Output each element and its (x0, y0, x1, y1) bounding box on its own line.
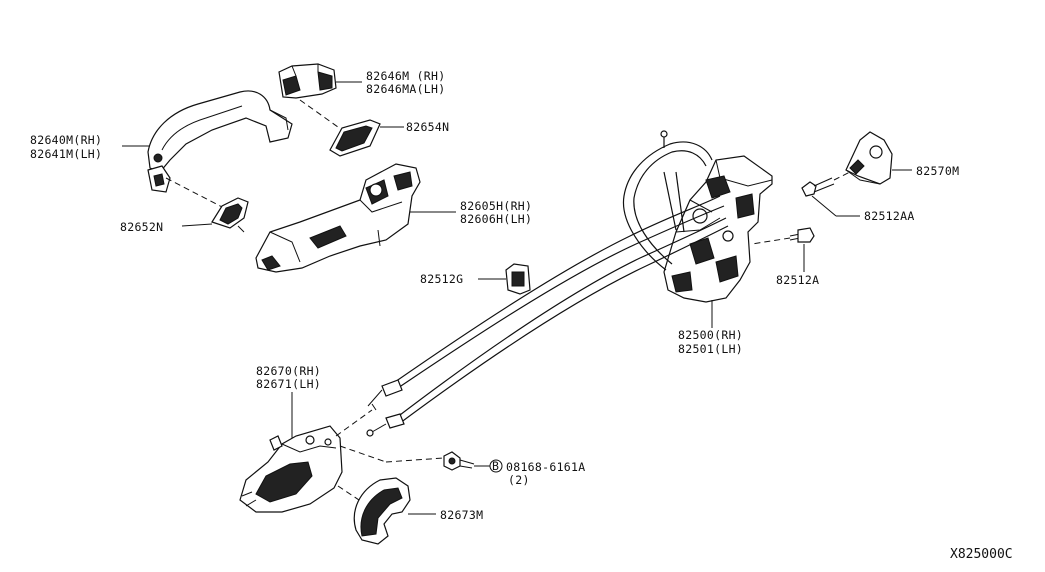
label-08168-qty: (2) (508, 473, 530, 487)
label-82605-rh: 82605H(RH) (460, 199, 532, 213)
label-82640-rh: 82640M(RH) (30, 133, 102, 147)
outside-handle-bracket (255, 163, 421, 273)
label-82670-lh: 82671(LH) (256, 377, 321, 391)
dash-bolt-striker (833, 171, 851, 181)
handle-escutcheon (211, 197, 249, 233)
label-08168: 08168-6161A (506, 460, 585, 474)
handle-gasket (329, 119, 381, 157)
label-82500-lh: 82501(LH) (678, 342, 743, 356)
label-82652: 82652N (120, 220, 163, 234)
lock-cables (391, 130, 729, 427)
door-lock-actuator (663, 155, 773, 303)
dash-handle-screw-b (385, 457, 445, 463)
dash-handle-bezel (337, 485, 363, 503)
label-82512G: 82512G (420, 272, 463, 286)
inside-handle-bezel (353, 477, 411, 545)
cable-ends (366, 379, 405, 437)
label-82605-lh: 82606H(LH) (460, 212, 532, 226)
rod-clip (505, 263, 531, 295)
label-82640-lh: 82641M(LH) (30, 147, 102, 161)
diagram-code: X825000C (950, 547, 1013, 562)
label-82673: 82673M (440, 508, 483, 522)
bolt-badge-letter: B (492, 459, 499, 473)
lock-bolt (789, 227, 815, 243)
leader-82652 (181, 223, 213, 227)
door-striker (845, 131, 893, 185)
label-82670-rh: 82670(RH) (256, 364, 321, 378)
label-82654: 82654N (406, 120, 449, 134)
bolt-badge: B (489, 459, 503, 473)
label-82512A: 82512A (776, 273, 819, 287)
dash-handle-screw (339, 445, 387, 463)
label-82646-lh: 82646MA(LH) (366, 82, 445, 96)
label-82646-rh: 82646M (RH) (366, 69, 445, 83)
dash-82640-82652 (165, 177, 229, 211)
screw (443, 451, 475, 471)
striker-bolt (801, 177, 835, 197)
dash-82646-82654 (299, 99, 346, 133)
dash-bolt-lock (751, 237, 791, 245)
label-82570: 82570M (916, 164, 959, 178)
leader-82512AA (811, 195, 837, 217)
dash-handle-cable (335, 409, 373, 437)
outside-door-handle (147, 90, 293, 193)
outside-handle-cap (278, 63, 337, 99)
inside-door-handle (239, 425, 343, 513)
label-82512AA: 82512AA (864, 209, 915, 223)
label-82500-rh: 82500(RH) (678, 328, 743, 342)
